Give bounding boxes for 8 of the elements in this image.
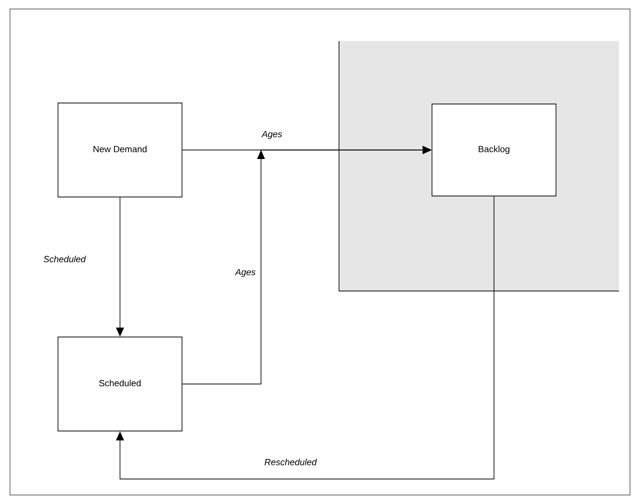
arrow: [116, 196, 494, 480]
process-box: Scheduled: [58, 336, 182, 432]
process-box: Backlog: [432, 104, 556, 196]
edge-label: Rescheduled: [264, 458, 317, 466]
edge-label: Ages: [234, 268, 256, 277]
edge-label: Ages: [261, 130, 282, 139]
edge-label: Scheduled: [44, 256, 86, 262]
process-box: New Demand: [58, 102, 182, 198]
